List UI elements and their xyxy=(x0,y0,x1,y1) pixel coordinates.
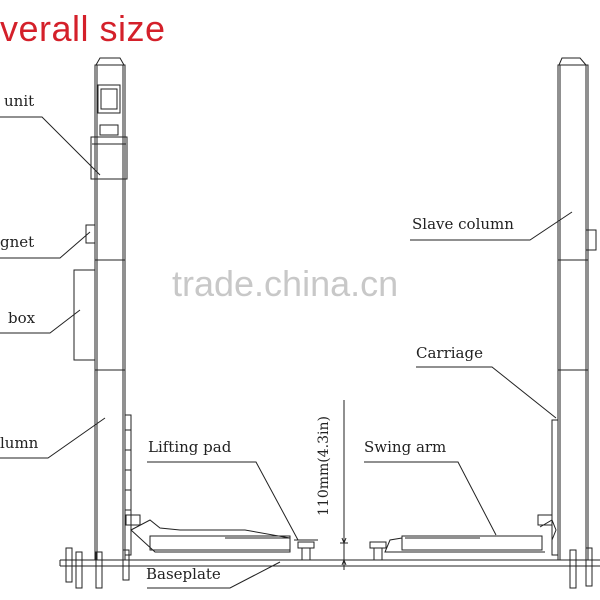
label-slave-column: Slave column xyxy=(412,215,514,233)
label-main-column: lumn xyxy=(0,434,39,452)
main-column xyxy=(65,57,132,589)
label-baseplate: Baseplate xyxy=(146,565,221,583)
baseplate xyxy=(59,559,600,567)
label-magnet: gnet xyxy=(0,233,35,251)
label-pad-height: 110mm(4.3in) xyxy=(316,416,332,516)
label-power-unit: unit xyxy=(4,92,35,110)
dimension-label-wrapper: 110mm(4.3in) xyxy=(314,396,334,536)
label-carriage: Carriage xyxy=(416,344,483,362)
right-swing-arm xyxy=(369,514,557,561)
pad-height-dimension xyxy=(340,400,348,570)
leader-lines xyxy=(0,116,573,589)
watermark-text: trade.china.cn xyxy=(172,263,399,304)
label-lifting-pad: Lifting pad xyxy=(148,438,232,456)
diagram-title: verall size xyxy=(0,8,166,49)
label-control-box: box xyxy=(8,309,36,327)
label-swing-arm: Swing arm xyxy=(364,438,447,456)
left-swing-arm xyxy=(125,514,318,561)
slave-column xyxy=(551,57,597,589)
